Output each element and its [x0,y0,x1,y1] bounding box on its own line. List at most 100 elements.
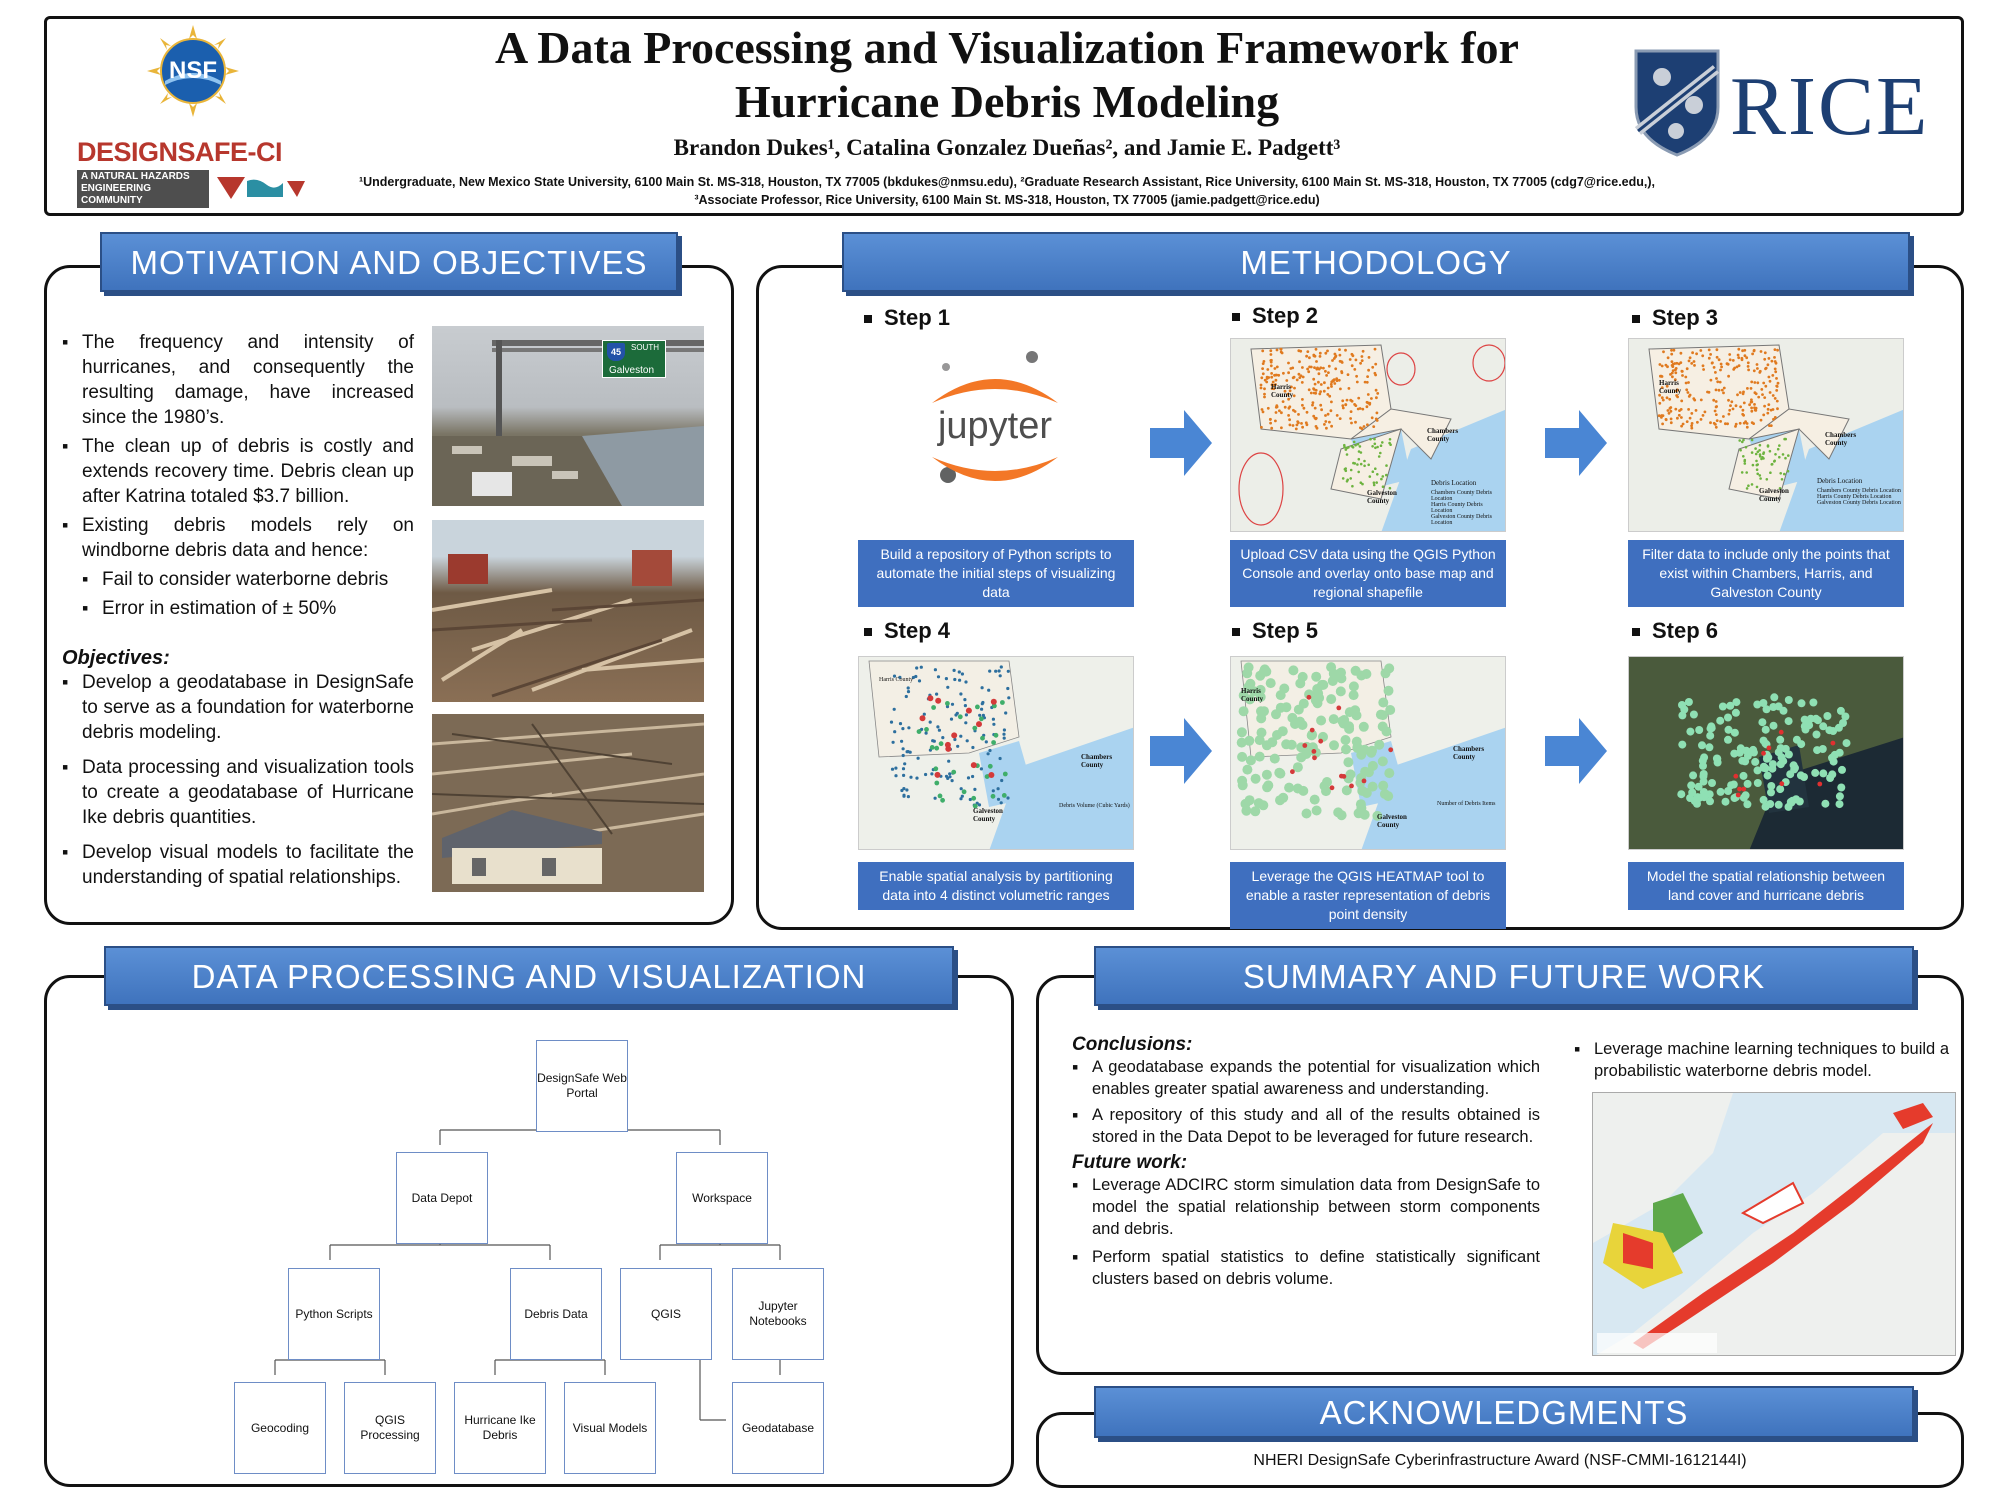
debris-point [1259,386,1263,390]
debris-point [1726,422,1729,426]
node-python-scripts: Python Scripts [279,1259,380,1360]
debris-point [1375,396,1378,400]
heatmap-point [1372,810,1383,821]
debris-point [1312,414,1316,418]
debris-point [1756,367,1759,370]
debris-point [984,740,988,744]
debris-point [906,750,910,754]
heatmap-point [1277,726,1288,737]
debris-point [965,739,969,743]
debris-point [1261,372,1265,376]
debris-point [1356,463,1359,466]
debris-point [1344,403,1348,406]
conclusion-item: A repository of this study and all of th… [1072,1104,1540,1148]
debris-point [1269,349,1273,353]
debris-point [1371,445,1374,448]
landcover-point [1739,771,1748,780]
heatmap-point [1253,798,1264,809]
landcover-point [1762,705,1771,714]
debris-point [1385,473,1388,477]
debris-point [1289,367,1293,370]
landcover-point [1767,782,1776,790]
debris-point [1715,377,1718,380]
heatmap-point [1348,681,1359,692]
heatmap-point [1275,690,1286,701]
debris-point [1367,463,1370,467]
debris-point [1340,361,1344,364]
step-5-map: Harris County Chambers County Galveston … [1230,656,1506,850]
step-2-legend-item: Galveston County Debris Location [1431,514,1492,526]
debris-point [1750,380,1754,384]
debris-point [1754,447,1757,450]
debris-point [1787,454,1790,457]
photo-highway-debris: SOUTH 45 Galveston [432,326,704,506]
debris-point [1365,405,1369,409]
debris-point [1294,427,1298,431]
debris-point [954,713,958,717]
debris-point [1300,381,1304,384]
debris-point [944,774,949,778]
debris-point [1755,459,1758,463]
debris-point [1363,464,1366,468]
debris-point [999,665,1003,669]
debris-point [1687,408,1690,411]
heatmap-point [1341,744,1351,755]
debris-point [1699,418,1703,421]
landcover-point [1759,763,1768,772]
debris-point [1701,354,1705,358]
debris-point [990,793,996,799]
debris-point [947,759,951,763]
debris-point [1773,360,1777,363]
designsafe-wave-icon [217,177,305,199]
heatmap-point [1348,690,1359,701]
debris-point [1374,362,1378,366]
landcover-point [1678,711,1687,720]
step-3-caption: Filter data to include only the points t… [1628,540,1904,607]
debris-point [1778,444,1781,447]
debris-point [1260,408,1264,411]
objective-item: Data processing and visualization tools … [62,755,414,830]
step-2-legend-item: Chambers County Debris Location [1431,490,1492,502]
debris-point [1714,388,1718,392]
debris-point [1376,445,1379,449]
node-workspace: Workspace [667,1143,768,1244]
heatmap-point [1380,668,1391,679]
debris-point [1712,366,1716,369]
debris-point [1263,395,1266,399]
debris-point [1775,399,1779,403]
debris-point [1350,445,1354,448]
debris-point [1298,360,1301,364]
landcover-point [1759,699,1768,707]
landcover-point [1813,746,1822,755]
debris-point [963,704,967,708]
landcover-point [1688,788,1697,797]
debris-point [1784,437,1787,441]
debris-point [1356,407,1360,411]
debris-point [946,685,950,689]
debris-point [1727,374,1730,378]
debris-point [1767,375,1771,379]
heatmap-point [1254,751,1265,762]
debris-point [1280,411,1283,415]
debris-point [1727,398,1730,402]
step-5-count-legend: Number of Debris Items [1437,801,1496,807]
highway-shield: 45 [607,343,625,361]
debris-point [936,675,941,679]
node-designsafe-portal: DesignSafe Web Portal [527,1031,628,1132]
debris-point [916,729,922,734]
debris-point [1261,410,1265,414]
debris-point [1756,381,1760,385]
debris-point [1357,396,1361,400]
debris-point [1326,349,1329,353]
debris-point [1379,451,1382,455]
step-4-caption: Enable spatial analysis by partitioning … [858,862,1134,910]
debris-point [1301,425,1304,429]
debris-point [1751,463,1755,467]
debris-point [1320,408,1323,412]
debris-point [1741,440,1744,444]
debris-point [1770,462,1774,466]
landcover-point [1784,696,1793,704]
debris-point [1388,486,1392,490]
heatmap-point [1290,769,1295,775]
debris-point [1669,421,1673,425]
